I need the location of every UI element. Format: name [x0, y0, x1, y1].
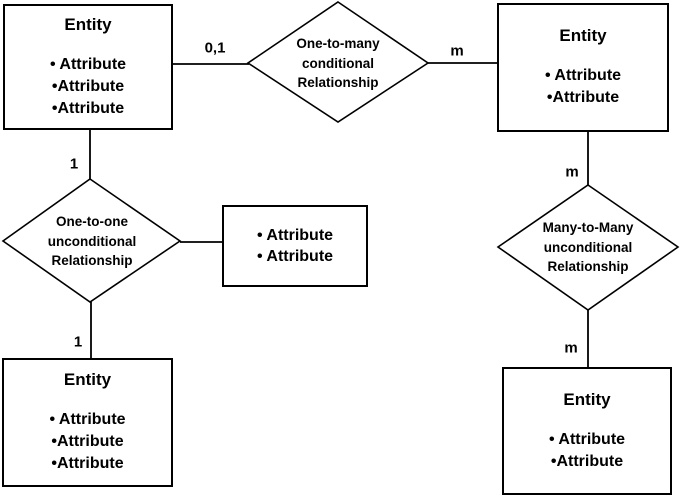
attribute-box-line: • Attribute	[256, 248, 334, 265]
entity-attribute: •Attribute	[51, 455, 124, 472]
relationship-label-line: Many-to-Many	[542, 219, 634, 235]
entity-attribute: •Attribute	[51, 99, 125, 117]
entity-attribute: •Attribute	[550, 452, 624, 470]
entity-box-top-left: Entity • Attribute •Attribute •Attribute	[3, 4, 173, 130]
entity-attribute-list: • Attribute •Attribute •Attribute	[49, 409, 125, 475]
entity-attribute: • Attribute	[544, 67, 622, 84]
entity-box-bottom-right: Entity • Attribute •Attribute	[502, 367, 672, 495]
entity-box-top-right: Entity • Attribute •Attribute	[497, 3, 669, 132]
cardinality-label-many-to-many-top: m	[565, 163, 579, 181]
entity-attribute-list: • Attribute •Attribute	[549, 429, 625, 473]
entity-attribute: • Attribute	[49, 55, 127, 73]
entity-box-bottom-left: Entity • Attribute •Attribute •Attribute	[2, 358, 173, 487]
entity-title: Entity	[64, 14, 112, 34]
relationship-diamond-one-to-many	[246, 1, 430, 123]
entity-attribute-list: • Attribute •Attribute	[545, 65, 621, 109]
cardinality-label-one-to-one-bottom: 1	[73, 333, 83, 351]
entity-attribute-list: • Attribute •Attribute •Attribute	[50, 54, 126, 120]
entity-attribute: •Attribute	[546, 89, 620, 106]
entity-title: Entity	[563, 389, 611, 409]
entity-attribute: •Attribute	[51, 77, 125, 95]
attribute-box-line: • Attribute	[256, 227, 334, 244]
entity-title: Entity	[63, 370, 112, 389]
entity-title: Entity	[559, 26, 607, 45]
attribute-box: • Attribute • Attribute	[222, 205, 368, 287]
relationship-label-line: One-to-many	[296, 35, 380, 51]
relationship-label-line: Relationship	[297, 74, 379, 90]
relationship-label-line: One-to-one	[56, 213, 128, 229]
cardinality-label-many-to-many-bottom: m	[564, 339, 578, 357]
relationship-label-one-to-many: One-to-many conditional Relationship	[273, 34, 403, 93]
cardinality-label-one-to-many-right: m	[450, 42, 464, 60]
cardinality-label-one-to-many-left: 0,1	[204, 39, 226, 57]
entity-attribute: • Attribute	[49, 411, 126, 428]
relationship-label-line: Relationship	[51, 252, 133, 268]
relationship-diamond-one-to-one	[1, 178, 182, 303]
entity-attribute: • Attribute	[548, 430, 626, 448]
relationship-label-line: unconditional	[47, 233, 137, 249]
relationship-label-line: unconditional	[543, 239, 633, 255]
relationship-label-many-to-many: Many-to-Many unconditional Relationship	[523, 218, 653, 277]
cardinality-label-one-to-one-top: 1	[69, 155, 79, 173]
relationship-label-line: conditional	[302, 55, 374, 71]
entity-attribute: •Attribute	[51, 433, 124, 450]
relationship-label-one-to-one: One-to-one unconditional Relationship	[27, 212, 157, 271]
relationship-label-line: Relationship	[547, 258, 629, 274]
relationship-diamond-many-to-many	[496, 184, 680, 311]
